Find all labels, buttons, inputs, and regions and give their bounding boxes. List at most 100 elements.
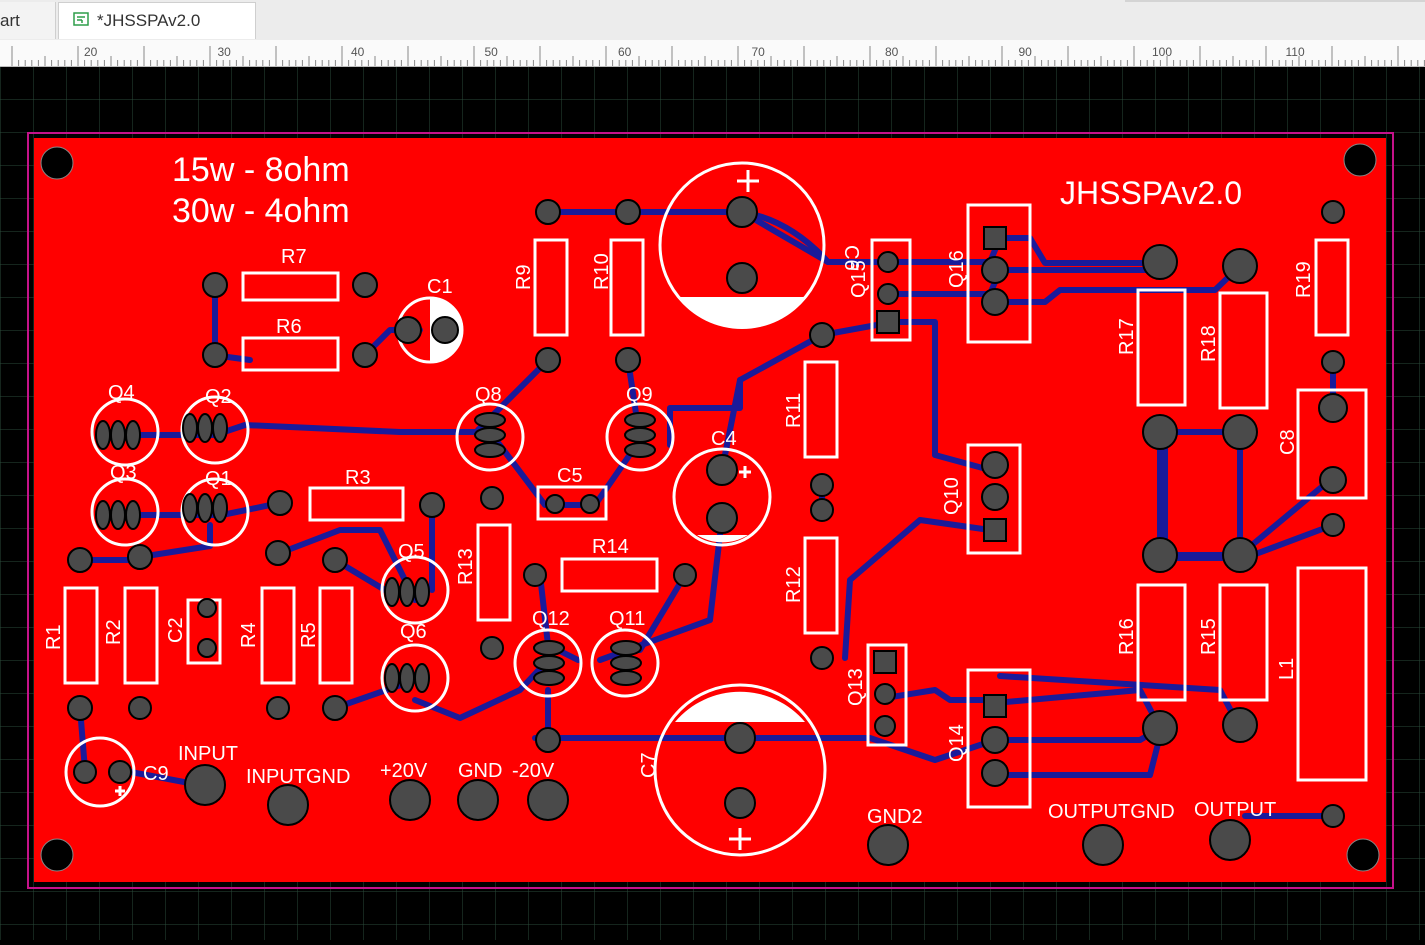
designator-r18: R18 xyxy=(1198,325,1220,362)
designator-r5: R5 xyxy=(298,622,320,648)
designator-c4: C4 xyxy=(711,428,737,450)
designator-q14: Q14 xyxy=(946,724,968,762)
to92-pad xyxy=(414,663,430,693)
to92-pad xyxy=(95,420,111,450)
R6-outline xyxy=(241,336,340,372)
pad xyxy=(981,726,1009,754)
pad xyxy=(1321,804,1345,828)
pad xyxy=(706,502,738,534)
pad xyxy=(810,498,834,522)
to92-pad xyxy=(182,413,198,443)
designator-outputgnd: OUTPUTGND xyxy=(1048,801,1175,823)
designator-r2: R2 xyxy=(103,619,125,645)
to92-pad xyxy=(474,427,506,443)
Q9-outline xyxy=(605,402,675,472)
pad xyxy=(202,342,228,368)
designator-q2: Q2 xyxy=(205,386,232,408)
to92-pad xyxy=(624,427,656,443)
R17-outline xyxy=(1136,288,1187,407)
designator-r16: R16 xyxy=(1116,618,1138,655)
R3-outline xyxy=(308,486,405,522)
Q12-outline xyxy=(513,628,583,698)
pad xyxy=(67,695,93,721)
tab-document[interactable]: *JHSSPAv2.0 xyxy=(58,2,256,39)
designator-q8: Q8 xyxy=(475,384,502,406)
pad xyxy=(810,473,834,497)
mounting-hole-icon xyxy=(40,838,74,872)
silkscreen xyxy=(63,161,1368,857)
pad xyxy=(981,256,1009,284)
pad xyxy=(867,824,909,866)
L1-outline xyxy=(1296,566,1368,782)
pad xyxy=(184,764,226,806)
pad xyxy=(73,760,97,784)
pad xyxy=(265,540,291,566)
to92-pad xyxy=(110,500,126,530)
tab-start[interactable]: art xyxy=(0,2,56,39)
pad xyxy=(322,547,348,573)
to92-pad xyxy=(125,420,141,450)
pad xyxy=(673,563,697,587)
C7-stripe xyxy=(675,691,805,722)
designator-c2: C2 xyxy=(165,617,187,643)
pad xyxy=(724,787,756,819)
R19-outline xyxy=(1314,238,1350,337)
Q15-outline xyxy=(870,238,912,342)
ruler-label: 70 xyxy=(752,45,766,59)
pad xyxy=(535,347,561,373)
C7-outline xyxy=(653,683,827,857)
to92-pad xyxy=(125,500,141,530)
to92-pad xyxy=(197,493,213,523)
pad xyxy=(1142,414,1178,450)
R12-outline xyxy=(803,536,839,635)
pad xyxy=(981,483,1009,511)
pad xyxy=(1321,513,1345,537)
designator-r14: R14 xyxy=(592,536,629,558)
tab-start-label: art xyxy=(0,10,20,30)
pad xyxy=(1209,819,1251,861)
designator-q3: Q3 xyxy=(110,462,137,484)
pad xyxy=(394,316,422,344)
pad xyxy=(419,492,445,518)
C8-outline xyxy=(1296,388,1368,500)
to92-pad xyxy=(474,412,506,428)
R10-outline xyxy=(609,238,645,337)
pad xyxy=(1319,466,1347,494)
pad xyxy=(1222,248,1258,284)
ruler-label: 30 xyxy=(218,45,232,59)
pad xyxy=(535,199,561,225)
pad xyxy=(724,722,756,754)
ruler-label: 110 xyxy=(1286,45,1305,59)
C9-plus-icon xyxy=(115,786,125,796)
ruler-label: 50 xyxy=(485,45,499,59)
R15-outline xyxy=(1218,583,1269,702)
pad xyxy=(981,451,1009,479)
R14-outline xyxy=(560,557,659,593)
spec-line-1: 15w - 8ohm xyxy=(172,151,350,189)
designator-r15: R15 xyxy=(1198,618,1220,655)
Q3-outline xyxy=(90,477,160,547)
pad xyxy=(267,784,309,826)
C6-plus-icon xyxy=(737,170,759,192)
pad xyxy=(706,454,738,486)
pad xyxy=(1222,414,1258,450)
designator-r13: R13 xyxy=(455,548,477,585)
ruler-label: 40 xyxy=(351,45,365,59)
Q2-outline xyxy=(180,395,250,465)
designator-c1: C1 xyxy=(427,276,453,298)
pad xyxy=(545,494,565,514)
to92-pad xyxy=(384,663,400,693)
pad xyxy=(527,779,569,821)
title-strip xyxy=(1125,0,1425,2)
to92-pad xyxy=(610,640,642,656)
designator-gnd: GND xyxy=(458,760,502,782)
pad xyxy=(127,544,153,570)
C4-plus-icon xyxy=(739,466,751,478)
designator-x20v: -20V xyxy=(512,760,555,782)
Q14-outline xyxy=(966,668,1032,809)
C9-outline xyxy=(64,736,136,808)
